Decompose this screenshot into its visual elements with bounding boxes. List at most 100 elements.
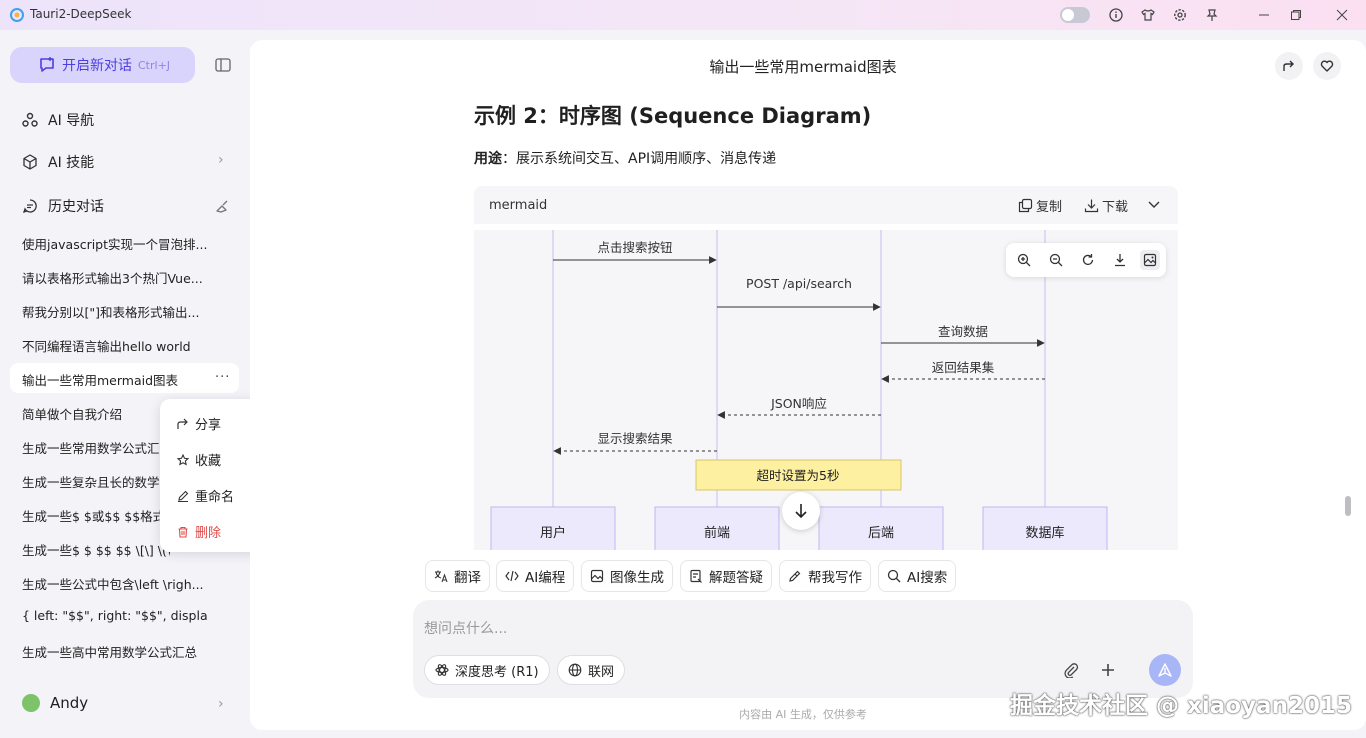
reset-icon[interactable]	[1078, 250, 1098, 270]
participant-label: 前端	[704, 525, 730, 541]
settings-icon[interactable]	[1172, 7, 1188, 23]
quick-action-label: 帮我写作	[808, 570, 862, 586]
deep-think-icon	[435, 664, 449, 676]
quick-writing[interactable]: 帮我写作	[779, 560, 871, 592]
participant-box	[490, 506, 616, 550]
chevron-right-icon: ›	[218, 696, 224, 712]
download-image-icon[interactable]	[1110, 250, 1130, 270]
download-icon	[1084, 199, 1099, 213]
theme-toggle[interactable]	[1060, 7, 1090, 23]
share-menu-item[interactable]: 分享	[177, 414, 221, 433]
quick-ai-search[interactable]: AI搜索	[878, 560, 957, 592]
delete-label: 删除	[195, 526, 222, 541]
close-icon[interactable]	[1334, 7, 1350, 23]
history-item[interactable]: { left: "$$", right: "$$", display: ...	[22, 608, 208, 623]
pen-icon	[789, 570, 801, 582]
avatar	[22, 694, 40, 712]
quick-action-label: 翻译	[454, 570, 481, 586]
history-item-active[interactable]: 输出一些常用mermaid图表	[22, 373, 179, 388]
participant-box	[818, 506, 944, 550]
attach-icon[interactable]	[1061, 660, 1081, 680]
new-chat-shortcut: Ctrl+J	[138, 58, 171, 72]
note-box	[695, 459, 902, 491]
send-button[interactable]	[1149, 654, 1181, 686]
copy-icon	[1018, 198, 1033, 213]
message-label: 查询数据	[938, 324, 988, 339]
quick-solve[interactable]: 解题答疑	[680, 560, 772, 592]
scroll-to-bottom-button[interactable]	[782, 492, 820, 530]
sidebar-collapse-icon[interactable]	[214, 57, 232, 73]
delete-menu-item[interactable]: 删除	[177, 522, 221, 541]
participant-box	[654, 506, 780, 550]
translate-icon	[434, 570, 448, 583]
share-icon	[177, 418, 188, 429]
share-icon	[1283, 60, 1294, 71]
minimize-icon[interactable]	[1256, 7, 1272, 23]
shirt-icon[interactable]	[1140, 7, 1156, 23]
download-button[interactable]: 下载	[1084, 196, 1128, 215]
pin-icon[interactable]	[1204, 7, 1220, 23]
restore-icon[interactable]	[1288, 7, 1304, 23]
more-options-icon[interactable]: ···	[215, 370, 231, 385]
user-profile[interactable]: Andy	[22, 694, 88, 712]
history-item[interactable]: 生成一些公式中包含\left \righ...	[22, 577, 204, 592]
copy-label: 复制	[1036, 200, 1063, 215]
history-item[interactable]: 不同编程语言输出hello world	[22, 339, 191, 354]
star-icon	[177, 453, 189, 466]
history-item[interactable]: 生成一些常用数学公式汇	[22, 441, 160, 456]
message-label: 显示搜索结果	[597, 431, 673, 446]
section-heading: 示例 2：时序图 (Sequence Diagram)	[474, 104, 872, 128]
quick-translate[interactable]: 翻译	[425, 560, 490, 592]
title-bar: Tauri2-DeepSeek	[0, 0, 1366, 30]
history-item[interactable]: 生成一些高中常用数学公式汇总	[22, 645, 198, 660]
user-name: Andy	[50, 694, 89, 712]
scrollbar-thumb[interactable]	[1345, 496, 1351, 516]
info-icon[interactable]	[1108, 7, 1124, 23]
history-item[interactable]: 请以表格形式输出3个热门Vue...	[22, 271, 203, 286]
message-label: JSON响应	[770, 396, 827, 411]
message-label: 点击搜索按钮	[597, 240, 672, 255]
favorite-label: 收藏	[195, 454, 222, 469]
history-item[interactable]: 生成一些复杂且长的数学	[22, 475, 160, 490]
chevron-right-icon: ›	[218, 152, 224, 168]
share-label: 分享	[195, 418, 222, 433]
favorite-menu-item[interactable]: 收藏	[177, 450, 221, 469]
image-preview-icon[interactable]	[1140, 250, 1160, 270]
history-item[interactable]: 生成一些$ $ $$ $$ \[\] \(\	[22, 543, 170, 558]
plus-icon[interactable]	[1098, 660, 1118, 680]
deep-think-label: 深度思考 (R1)	[455, 664, 539, 680]
rename-label: 重命名	[195, 490, 235, 505]
app-logo-icon	[10, 8, 24, 22]
conversation-title: 输出一些常用mermaid图表	[709, 58, 897, 76]
sidebar-item-ai-nav[interactable]: AI 导航	[22, 110, 94, 130]
sidebar-item-ai-skills[interactable]: AI 技能	[22, 152, 94, 172]
heart-icon	[1320, 60, 1334, 72]
zoom-out-icon[interactable]	[1046, 250, 1066, 270]
ai-nav-icon	[22, 112, 38, 127]
deep-think-toggle[interactable]: 深度思考 (R1)	[424, 655, 550, 685]
share-button[interactable]	[1275, 52, 1303, 80]
web-search-toggle[interactable]: 联网	[557, 655, 626, 685]
note-label: 超时设置为5秒	[757, 468, 840, 483]
new-chat-button[interactable]: 开启新对话 Ctrl+J	[10, 47, 195, 83]
favorite-button[interactable]	[1313, 52, 1341, 80]
message-label: POST /api/search	[746, 276, 852, 291]
history-item[interactable]: 简单做个自我介绍	[22, 407, 123, 422]
copy-button[interactable]: 复制	[1018, 196, 1062, 215]
zoom-in-icon[interactable]	[1014, 250, 1034, 270]
quick-ai-coding[interactable]: AI编程	[496, 560, 575, 592]
sidebar-item-label: AI 技能	[48, 155, 95, 171]
history-item[interactable]: 生成一些$ $或$$ $$格式	[22, 509, 160, 524]
clear-history-icon[interactable]	[214, 198, 230, 214]
send-icon	[1158, 663, 1172, 677]
rename-menu-item[interactable]: 重命名	[177, 486, 234, 505]
main-panel: 输出一些常用mermaid图表 示例 2：时序图 (Sequence Diagr…	[250, 40, 1366, 730]
quick-action-label: AI搜索	[907, 570, 948, 586]
history-item[interactable]: 帮我分别以["]和表格形式输出...	[22, 305, 200, 320]
history-item[interactable]: 使用javascript实现一个冒泡排...	[22, 237, 208, 252]
message-input[interactable]: 想问点什么...	[424, 621, 508, 637]
chevron-down-icon[interactable]	[1147, 199, 1161, 211]
quick-image-gen[interactable]: 图像生成	[581, 560, 673, 592]
